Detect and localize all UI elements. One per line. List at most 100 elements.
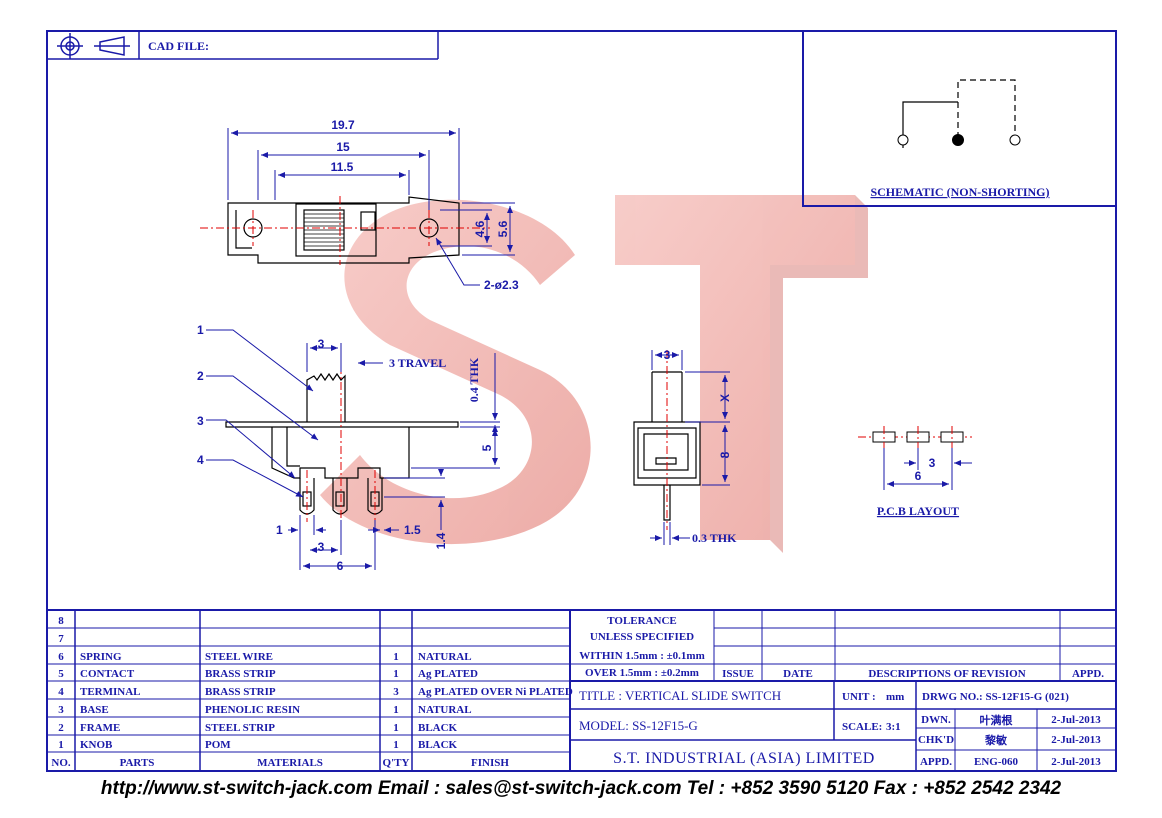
row-no: 2 <box>58 722 64 734</box>
dim-side-top: 3 <box>664 348 671 362</box>
row-no: 5 <box>58 668 64 680</box>
title-block-lines <box>570 610 1116 771</box>
row-qty: 1 <box>393 739 399 751</box>
pcb-caption: P.C.B LAYOUT <box>877 504 959 518</box>
row-finish: Ag PLATED OVER Ni PLATED <box>418 686 573 698</box>
row-part: SPRING <box>80 651 122 663</box>
dim-side-x: X <box>718 394 732 402</box>
row-qty: 3 <box>393 686 399 698</box>
dim-pin-length: 1.4 <box>434 532 448 549</box>
row-material: POM <box>205 739 231 751</box>
travel-label: 3 TRAVEL <box>389 356 446 370</box>
appd-label: APPD. <box>920 756 952 768</box>
dim-pin-gap: 1.5 <box>404 523 421 537</box>
table-row: 8 <box>58 615 64 627</box>
dim-mid-width: 15 <box>336 140 350 154</box>
header-no: NO. <box>51 757 71 769</box>
callout-2: 2 <box>197 369 204 383</box>
chkd-name: 黎敏 <box>985 733 1008 747</box>
tolerance-over: OVER 1.5mm : ±0.2mm <box>585 667 699 679</box>
row-finish: NATURAL <box>418 704 472 716</box>
row-material: STEEL WIRE <box>205 651 273 663</box>
row-material: PHENOLIC RESIN <box>205 704 300 716</box>
table-row: 3 BASE PHENOLIC RESIN 1 NATURAL <box>58 704 471 716</box>
row-no: 1 <box>58 739 64 751</box>
terminal-thickness-label: 0.3 THK <box>692 531 737 545</box>
parts-list <box>47 609 1116 771</box>
row-qty: 1 <box>393 651 399 663</box>
header-parts: PARTS <box>120 757 155 769</box>
table-header: NO. PARTS MATERIALS Q'TY FINISH <box>51 757 509 769</box>
dwn-date: 2-Jul-2013 <box>1051 714 1101 726</box>
watermark-logo <box>320 195 868 553</box>
top-view: 19.7 15 11.5 4.6 5.6 2-ø2.3 <box>200 118 519 292</box>
header-materials: MATERIALS <box>257 757 323 769</box>
issue-header: ISSUE <box>722 668 754 680</box>
row-finish: Ag PLATED <box>418 668 478 680</box>
row-no: 3 <box>58 704 64 716</box>
row-qty: 1 <box>393 722 399 734</box>
dim-side-height: 8 <box>718 451 732 458</box>
header-qty: Q'TY <box>383 757 410 769</box>
row-material: STEEL STRIP <box>205 722 275 734</box>
hole-note: 2-ø2.3 <box>484 278 519 292</box>
row-finish: BLACK <box>418 722 458 734</box>
side-view: 3 X 8 0.3 THK <box>633 348 737 545</box>
tolerance-unless: UNLESS SPECIFIED <box>590 631 694 643</box>
row-qty: 1 <box>393 704 399 716</box>
chkd-date: 2-Jul-2013 <box>1051 734 1101 746</box>
front-view: 1 2 3 4 3 3 TRAVEL 0.4 THK 5 1 3 6 1.5 1… <box>197 323 500 573</box>
row-part: KNOB <box>80 739 113 751</box>
revision-header: DESCRIPTIONS OF REVISION <box>868 668 1025 680</box>
row-no: 8 <box>58 615 64 627</box>
scale-value: 3:1 <box>886 721 901 733</box>
row-material: BRASS STRIP <box>205 668 276 680</box>
row-part: BASE <box>80 704 109 716</box>
row-part: CONTACT <box>80 668 135 680</box>
row-no: 6 <box>58 651 64 663</box>
dim-inner-width: 11.5 <box>331 160 354 174</box>
appd-header: APPD. <box>1072 668 1104 680</box>
table-row: 5 CONTACT BRASS STRIP 1 Ag PLATED <box>58 668 478 680</box>
dwn-name: 叶满根 <box>980 713 1014 727</box>
sheet-border <box>46 30 1117 772</box>
header-finish: FINISH <box>471 757 509 769</box>
callout-3: 3 <box>197 414 204 428</box>
drawing-number: DRWG NO.: SS-12F15-G (021) <box>922 691 1069 703</box>
dim-inner-height: 4.6 <box>473 220 487 237</box>
dim-pin-pitch: 3 <box>318 540 325 554</box>
unit-label: UNIT : <box>842 691 876 703</box>
callout-4: 4 <box>197 453 204 467</box>
dwn-label: DWN. <box>921 714 951 726</box>
schematic-caption: SCHEMATIC (NON-SHORTING) <box>870 185 1049 199</box>
model-number: MODEL: SS-12F15-G <box>579 718 698 733</box>
cad-header: CAD FILE: <box>47 31 439 60</box>
table-row: 2 FRAME STEEL STRIP 1 BLACK <box>58 722 457 734</box>
pcb-dim-span: 6 <box>915 469 922 483</box>
date-header: DATE <box>783 668 813 680</box>
pcb-dim-pitch: 3 <box>929 456 936 470</box>
cad-file-label: CAD FILE: <box>148 39 209 53</box>
table-row: 1 KNOB POM 1 BLACK <box>58 739 457 751</box>
drawing-title: TITLE : VERTICAL SLIDE SWITCH <box>579 688 781 703</box>
row-qty: 1 <box>393 668 399 680</box>
unit-value: mm <box>886 691 904 703</box>
table-row: 6 SPRING STEEL WIRE 1 NATURAL <box>58 651 471 663</box>
row-no: 7 <box>58 633 64 645</box>
row-no: 4 <box>58 686 64 698</box>
contact-footer: http://www.st-switch-jack.com Email : sa… <box>100 778 1062 799</box>
row-part: FRAME <box>80 722 120 734</box>
schematic-panel: SCHEMATIC (NON-SHORTING) <box>802 31 1116 207</box>
callout-1: 1 <box>197 323 204 337</box>
appd-name: ENG-060 <box>974 756 1019 768</box>
parts-rows: 8 7 6 SPRING STEEL WIRE 1 NATURAL 5 CONT… <box>51 615 573 769</box>
tolerance-heading: TOLERANCE <box>607 615 676 627</box>
row-finish: NATURAL <box>418 651 472 663</box>
dim-knob-width: 3 <box>318 337 325 351</box>
table-row: 7 <box>58 633 64 645</box>
tolerance-within: WITHIN 1.5mm : ±0.1mm <box>579 650 705 662</box>
company-name: S.T. INDUSTRIAL (ASIA) LIMITED <box>613 750 875 767</box>
dim-base-height: 5 <box>480 444 494 451</box>
row-finish: BLACK <box>418 739 458 751</box>
